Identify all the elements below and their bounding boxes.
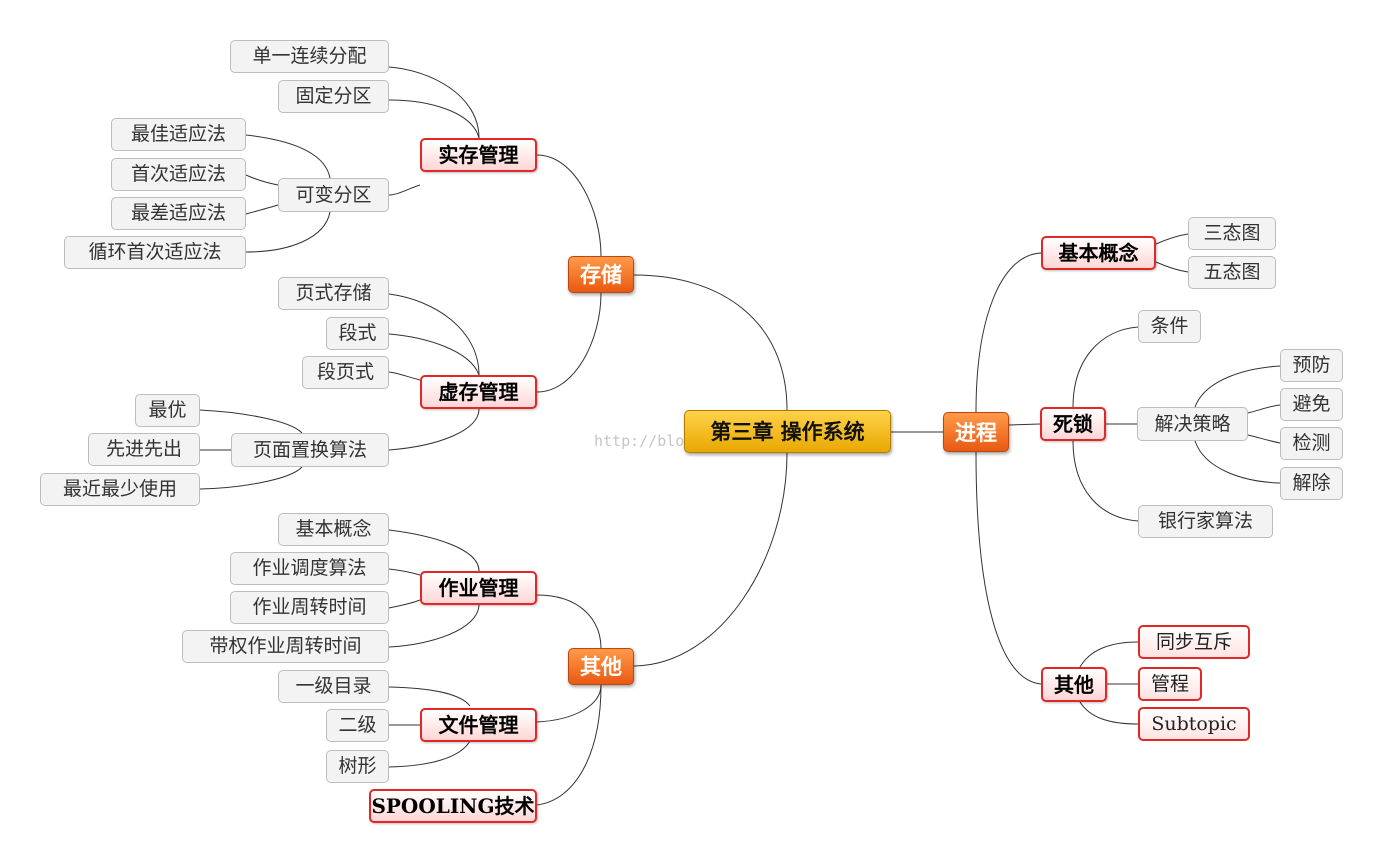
link-job-1: [388, 529, 480, 572]
link-process-deadlock: [1008, 423, 1041, 426]
link-basic-2: [1155, 261, 1189, 273]
link-root-other: [633, 452, 788, 667]
leaf-worst-fit[interactable]: 最差适应法: [111, 197, 246, 230]
topic-other-left[interactable]: 其他: [568, 648, 634, 685]
leaf-resolution-strategy[interactable]: 解决策略: [1137, 407, 1248, 441]
link-other-r-3: [1079, 701, 1139, 725]
leaf-lru[interactable]: 最近最少使用: [40, 473, 200, 506]
link-variable-1: [245, 134, 331, 179]
link-real-single: [388, 66, 480, 139]
topic-real-memory[interactable]: 实存管理: [420, 138, 537, 172]
link-other-job: [536, 594, 602, 649]
topic-basic-concepts[interactable]: 基本概念: [1041, 236, 1156, 270]
leaf-avoidance[interactable]: 避免: [1280, 388, 1343, 421]
leaf-five-state[interactable]: 五态图: [1188, 256, 1276, 289]
leaf-best-fit[interactable]: 最佳适应法: [111, 118, 246, 151]
link-job-3: [388, 599, 421, 609]
topic-storage[interactable]: 存储: [568, 256, 634, 293]
leaf-sync-mutex[interactable]: 同步互斥: [1138, 625, 1250, 659]
leaf-segmentation[interactable]: 段式: [326, 317, 389, 350]
topic-other-right[interactable]: 其他: [1041, 667, 1107, 702]
link-root-storage: [633, 274, 788, 411]
leaf-detection[interactable]: 检测: [1280, 427, 1343, 460]
link-storage-virtual: [536, 292, 602, 393]
leaf-job-basic[interactable]: 基本概念: [278, 513, 389, 546]
link-variable-2: [245, 174, 279, 186]
link-virtual-3: [388, 371, 421, 381]
leaf-monitor[interactable]: 管程: [1138, 667, 1202, 701]
link-strategy-1: [1194, 365, 1281, 408]
link-variable-3: [245, 204, 279, 215]
link-variable-4: [245, 211, 331, 253]
leaf-turnaround[interactable]: 作业周转时间: [230, 591, 389, 624]
link-file-3: [388, 740, 471, 768]
link-file-1: [388, 686, 471, 707]
leaf-tree-dir[interactable]: 树形: [326, 750, 389, 783]
leaf-single-level-dir[interactable]: 一级目录: [278, 670, 389, 703]
link-real-fixed: [388, 99, 480, 139]
leaf-prevention[interactable]: 预防: [1280, 349, 1343, 382]
link-other-r-1: [1079, 641, 1139, 668]
leaf-variable-partition[interactable]: 可变分区: [278, 178, 389, 212]
leaf-job-scheduling[interactable]: 作业调度算法: [230, 552, 389, 585]
topic-virtual-memory[interactable]: 虚存管理: [420, 375, 537, 409]
topic-process[interactable]: 进程: [943, 412, 1009, 452]
topic-file-management[interactable]: 文件管理: [420, 708, 537, 742]
topic-deadlock[interactable]: 死锁: [1040, 407, 1106, 441]
leaf-recovery[interactable]: 解除: [1280, 467, 1343, 500]
topic-spooling[interactable]: SPOOLING技术: [369, 789, 537, 823]
leaf-fifo[interactable]: 先进先出: [88, 433, 200, 466]
root-topic[interactable]: 第三章 操作系统: [684, 410, 891, 453]
link-virtual-replace: [388, 408, 480, 451]
leaf-subtopic[interactable]: Subtopic: [1138, 707, 1250, 741]
link-process-basic: [975, 252, 1042, 413]
link-strategy-2: [1247, 404, 1281, 414]
leaf-three-state[interactable]: 三态图: [1188, 217, 1276, 250]
link-other-file: [536, 684, 602, 723]
link-job-2: [388, 568, 421, 576]
leaf-two-level-dir[interactable]: 二级: [326, 709, 389, 742]
topic-job-management[interactable]: 作业管理: [420, 571, 537, 605]
leaf-first-fit[interactable]: 首次适应法: [111, 158, 246, 191]
link-strategy-3: [1247, 434, 1281, 444]
link-process-other: [975, 451, 1042, 685]
link-strategy-4: [1194, 440, 1281, 484]
link-job-4: [388, 603, 480, 648]
link-replace-1: [199, 409, 303, 434]
link-deadlock-condition: [1072, 326, 1139, 408]
link-real-variable: [388, 184, 421, 196]
leaf-fixed-partition[interactable]: 固定分区: [278, 80, 389, 113]
link-virtual-2: [388, 333, 480, 376]
link-virtual-1: [388, 293, 480, 376]
leaf-next-fit[interactable]: 循环首次适应法: [64, 236, 246, 269]
leaf-optimal[interactable]: 最优: [135, 394, 200, 427]
link-other-spooling: [536, 684, 602, 806]
leaf-bankers-algorithm[interactable]: 银行家算法: [1138, 505, 1273, 538]
leaf-segment-paging[interactable]: 段页式: [302, 356, 389, 389]
link-replace-3: [199, 466, 303, 490]
link-basic-1: [1155, 233, 1189, 245]
leaf-deadlock-conditions[interactable]: 条件: [1138, 310, 1201, 343]
leaf-paging[interactable]: 页式存储: [278, 277, 389, 310]
link-storage-real: [536, 154, 602, 257]
leaf-single-contiguous[interactable]: 单一连续分配: [230, 40, 389, 73]
leaf-page-replacement[interactable]: 页面置换算法: [231, 433, 389, 467]
link-deadlock-banker: [1072, 440, 1139, 522]
leaf-weighted-turnaround[interactable]: 带权作业周转时间: [182, 630, 389, 663]
